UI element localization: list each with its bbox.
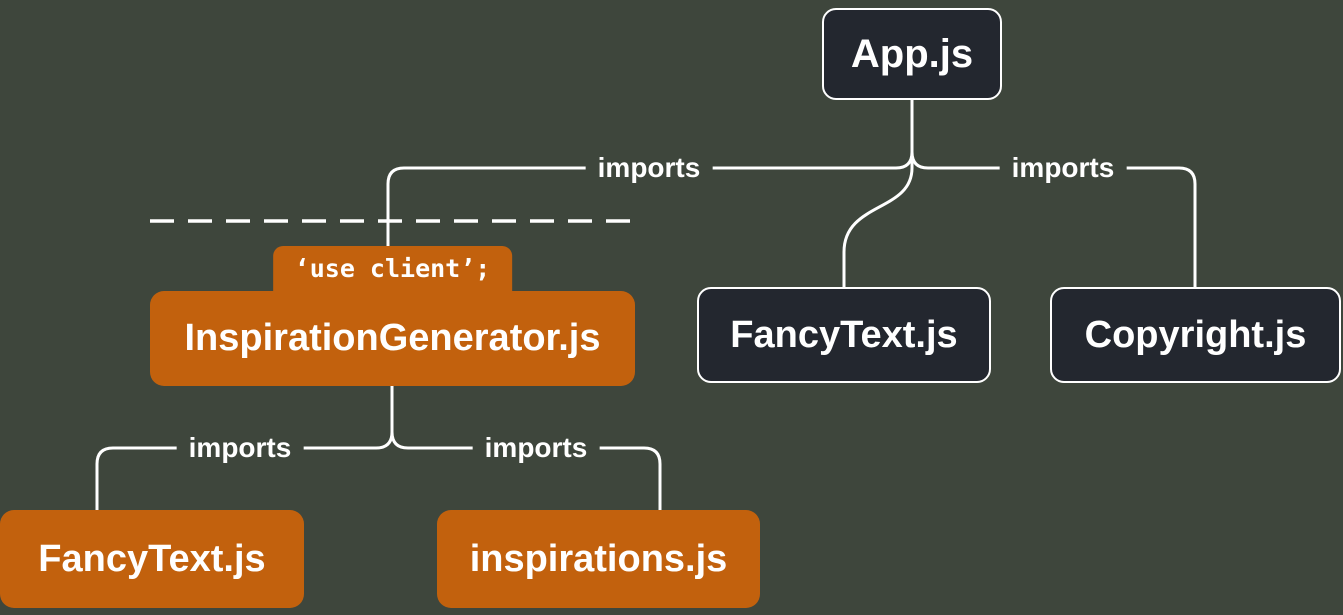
node-label: App.js: [850, 31, 974, 76]
edge-app-to-copyright: [910, 100, 1197, 292]
node-app-js: App.js: [822, 8, 1002, 100]
node-fancy-text-js-server: FancyText.js: [697, 287, 991, 383]
node-copyright-js: Copyright.js: [1050, 287, 1341, 383]
edge-app-to-fancy-text: [842, 100, 914, 292]
node-label: inspirations.js: [469, 537, 728, 580]
node-label: FancyText.js: [730, 313, 958, 356]
edge-label-imports: imports: [999, 150, 1127, 186]
use-client-directive-badge: ‘use client’;: [272, 246, 513, 291]
edge-label-imports: imports: [472, 430, 600, 466]
node-label: FancyText.js: [38, 537, 266, 580]
edge-label-imports: imports: [585, 150, 713, 186]
node-inspiration-generator-js: ‘use client’; InspirationGenerator.js: [150, 246, 635, 386]
node-fancy-text-js-client: FancyText.js: [0, 510, 304, 608]
node-label: Copyright.js: [1084, 313, 1307, 356]
node-label: InspirationGenerator.js: [184, 317, 601, 359]
edge-label-imports: imports: [176, 430, 304, 466]
node-inspirations-js: inspirations.js: [437, 510, 760, 608]
